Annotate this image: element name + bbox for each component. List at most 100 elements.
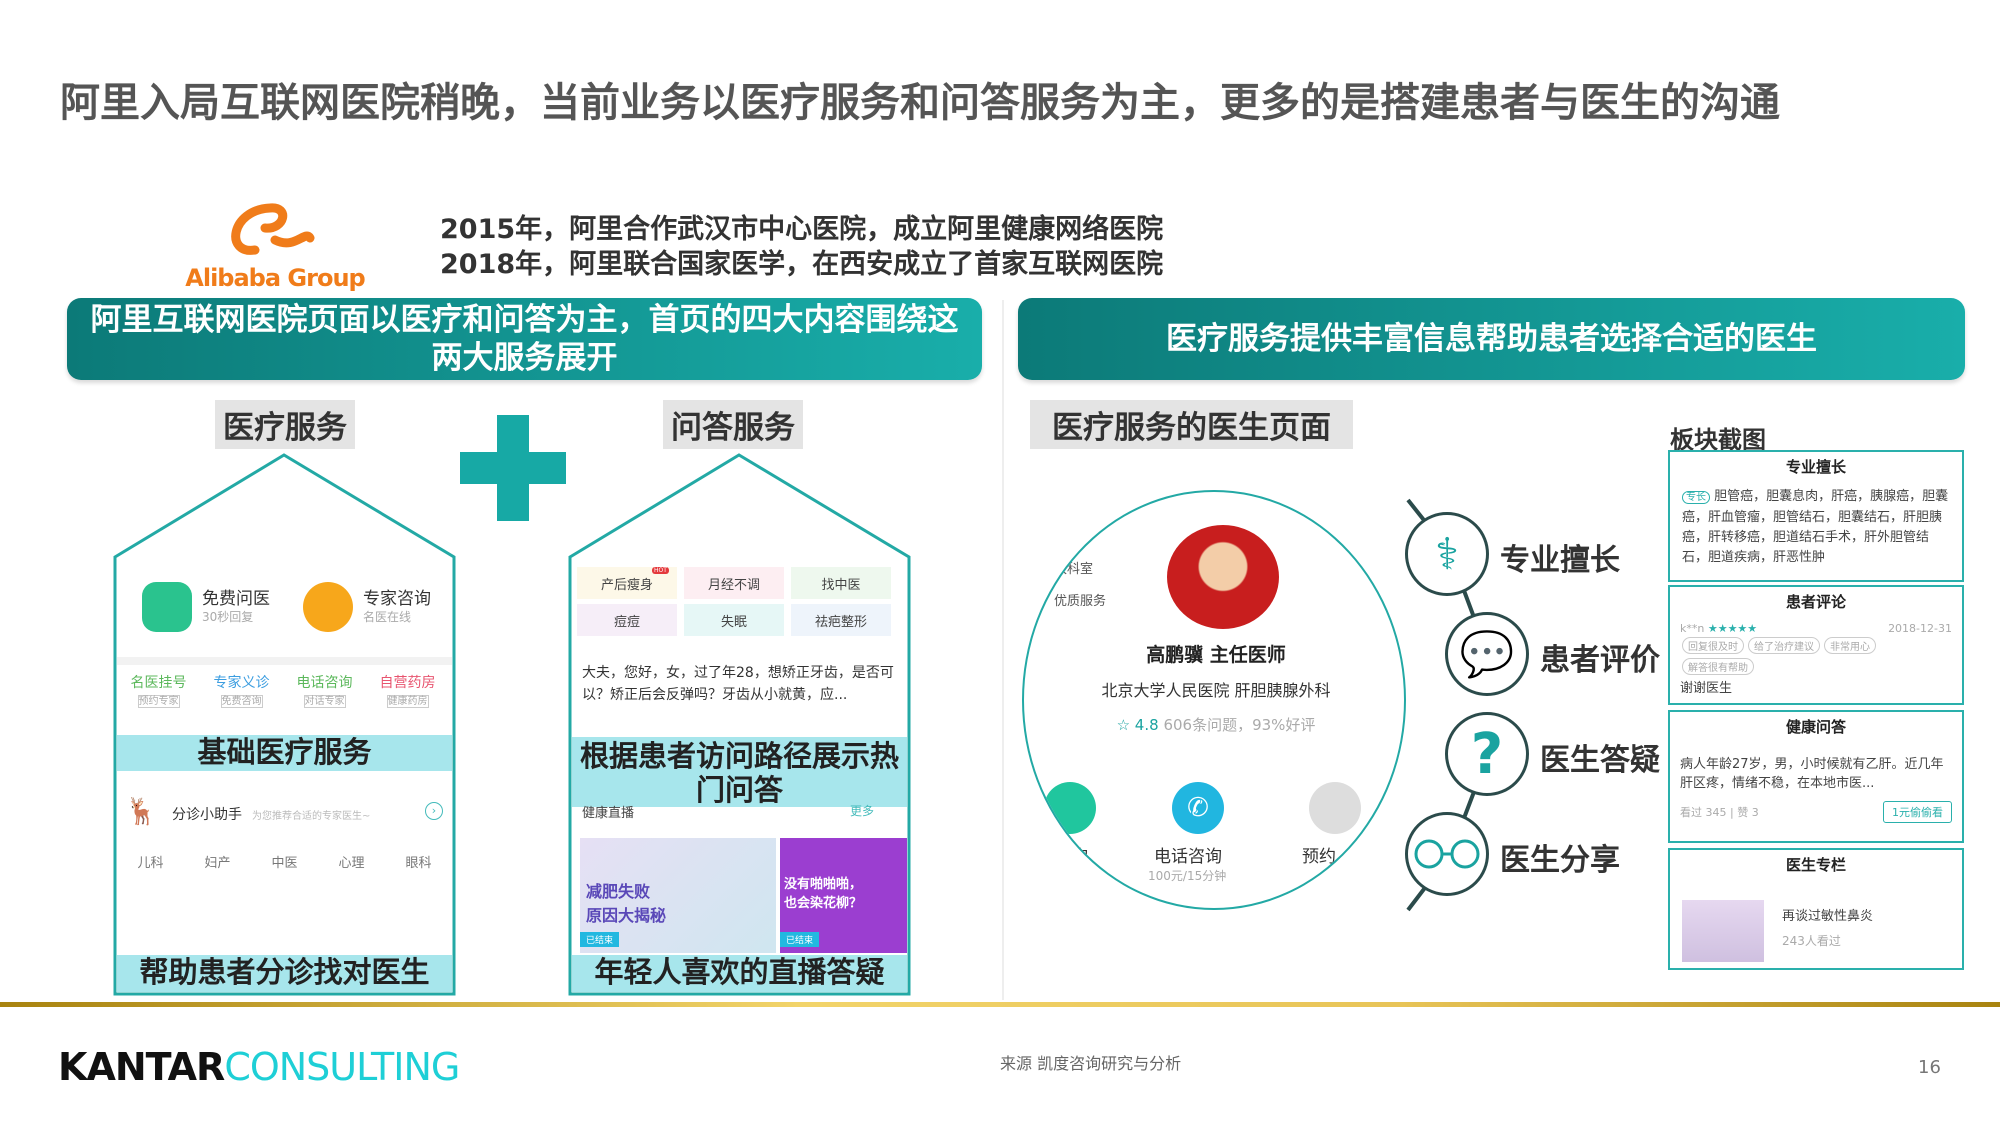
qa-text: 病人年龄27岁，男，小时候就有乙肝。近几年肝区疼，情绪不稳，在本地市医... bbox=[1680, 757, 1944, 791]
phone-consult-price: 100元/15分钟 bbox=[1148, 869, 1227, 883]
qa-likes: 赞 3 bbox=[1737, 806, 1759, 819]
doctor-column-card: 医生专栏 再谈过敏性鼻炎 243人看过 bbox=[1668, 848, 1964, 970]
hot-question[interactable]: 大夫，您好，女，过了年28，想矫正牙齿，是否可以？矫正后会反弹吗？牙齿从小就黄，… bbox=[582, 665, 894, 703]
doctor-avatar bbox=[1167, 525, 1279, 629]
service-item[interactable]: 名医挂号预约专家 bbox=[117, 672, 200, 708]
page-number: 16 bbox=[1918, 1057, 1941, 1078]
star-icon: ☆ bbox=[1116, 716, 1131, 734]
topic-item[interactable]: 月经不调 bbox=[684, 567, 784, 599]
timeline-label: 专业擅长 bbox=[1500, 543, 1620, 578]
card-title: 医生专栏 bbox=[1785, 856, 1846, 874]
article-title[interactable]: 再谈过敏性鼻炎 bbox=[1782, 909, 1874, 924]
card-title: 专业擅长 bbox=[1785, 458, 1846, 476]
service-title: 电话咨询 bbox=[296, 675, 353, 691]
card-title: 健康问答 bbox=[1785, 718, 1846, 736]
question-mark-icon: ? bbox=[1445, 712, 1529, 796]
topic-item[interactable]: 痘痘 bbox=[577, 604, 677, 636]
footer-gold-line bbox=[0, 1002, 2000, 1007]
expert-consult-icon bbox=[303, 582, 353, 632]
chat-icon[interactable] bbox=[1044, 782, 1096, 834]
expert-consult-sub: 名医在线 bbox=[363, 610, 412, 624]
review-tag: 非常用心 bbox=[1824, 637, 1876, 654]
reviewer-name: k**n bbox=[1680, 622, 1705, 635]
phone-consult-button[interactable]: 电话咨询 bbox=[1154, 847, 1222, 867]
hot-badge: HOT bbox=[652, 567, 669, 574]
topic-item[interactable]: 祛疤整形 bbox=[791, 604, 891, 636]
review-tag: 解答很有帮助 bbox=[1682, 658, 1754, 675]
doctor-hospital: 北京大学人民医院 肝胆胰腺外科 bbox=[1101, 681, 1331, 700]
consulting-logo-text: CONSULTING bbox=[224, 1045, 460, 1089]
service-sub: 免费咨询 bbox=[220, 695, 263, 708]
triage-band: 帮助患者分诊找对医生 bbox=[117, 955, 452, 992]
house-outline-left bbox=[113, 453, 456, 996]
consult-button[interactable]: 咨询 bbox=[1054, 847, 1088, 867]
appointment-icon[interactable] bbox=[1309, 782, 1361, 834]
rating-stars: ★★★★★ bbox=[1707, 622, 1758, 635]
timeline-label: 医生分享 bbox=[1500, 843, 1620, 878]
service-item[interactable]: 电话咨询对话专家 bbox=[283, 672, 366, 708]
department-item[interactable]: 眼科 bbox=[405, 856, 432, 871]
side-tag: 医院 bbox=[1054, 530, 1081, 545]
alibaba-logo: Alibaba Group bbox=[185, 200, 366, 292]
doctor-name: 高鹏骥 主任医师 bbox=[1146, 644, 1286, 666]
live-video-card[interactable]: 减肥失败 原因大揭秘 已结束 bbox=[580, 838, 776, 953]
left-banner: 阿里互联网医院页面以医疗和问答为主，首页的四大内容围绕这两大服务展开 bbox=[67, 298, 982, 380]
specialty-card: 专业擅长 专长 胆管癌，胆囊息肉，肝癌，胰腺癌，胆囊癌，肝血管瘤，胆管结石，胆囊… bbox=[1668, 450, 1964, 582]
review-card: 患者评论 k**n ★★★★★2018-12-31 回复很及时给了治疗建议非常用… bbox=[1668, 585, 1964, 705]
plus-icon bbox=[460, 415, 566, 521]
side-tag: 级科室 bbox=[1054, 562, 1094, 577]
department-item[interactable]: 中医 bbox=[271, 856, 298, 871]
intro-text: 2015年，阿里合作武汉市中心医院，成立阿里健康网络医院 2018年，阿里联合国… bbox=[440, 212, 1163, 282]
topic-item[interactable]: 失眠 bbox=[684, 604, 784, 636]
free-consult-sub: 30秒回复 bbox=[202, 610, 254, 624]
intro-line: 2018年，阿里联合国家医学，在西安成立了首家互联网医院 bbox=[440, 249, 1164, 280]
article-thumbnail bbox=[1682, 900, 1764, 962]
live-video-card[interactable]: 没有啪啪啪，也会染花柳？ 已结束 bbox=[780, 838, 907, 953]
video-status: 已结束 bbox=[780, 932, 820, 947]
kantar-logo-text: KANTAR bbox=[58, 1045, 225, 1089]
free-consult-button[interactable]: 免费问医 bbox=[202, 589, 270, 609]
chat-bubbles-icon: 💬 bbox=[1445, 612, 1529, 696]
medical-service-label: 医疗服务 bbox=[215, 400, 355, 449]
expert-consult-button[interactable]: 专家咨询 bbox=[363, 589, 431, 609]
review-tag: 给了治疗建议 bbox=[1748, 637, 1820, 654]
alibaba-smile-icon bbox=[231, 203, 315, 255]
specialty-text: 胆管癌，胆囊息肉，肝癌，胰腺癌，胆囊癌，肝血管瘤，胆管结石，胆囊结石，肝胆胰癌，… bbox=[1682, 489, 1949, 565]
screenshots-label: 板块截图 bbox=[1670, 426, 1766, 454]
review-tag: 回复很及时 bbox=[1682, 637, 1744, 654]
appointment-button[interactable]: 预约 bbox=[1302, 847, 1336, 867]
triage-assistant[interactable]: 分诊小助手 bbox=[172, 807, 242, 823]
service-title: 专家义诊 bbox=[213, 675, 270, 691]
house-outline-right bbox=[568, 453, 911, 996]
chevron-right-icon[interactable]: › bbox=[425, 802, 443, 820]
video-title: 没有啪啪啪，也会染花柳？ bbox=[784, 877, 863, 911]
article-views: 243人看过 bbox=[1782, 934, 1841, 948]
service-title: 名医挂号 bbox=[130, 675, 187, 691]
doctor-profile-circle: 医院 级科室 优质服务 高鹏骥 主任医师 北京大学人民医院 肝胆胰腺外科 ☆ 4… bbox=[1022, 490, 1406, 910]
department-item[interactable]: 心理 bbox=[338, 856, 365, 871]
service-item[interactable]: 专家义诊免费咨询 bbox=[200, 672, 283, 708]
live-section-title: 健康直播 bbox=[582, 806, 635, 821]
video-status: 已结束 bbox=[580, 932, 620, 947]
phone-icon[interactable]: ✆ bbox=[1172, 782, 1224, 834]
department-item[interactable]: 儿科 bbox=[137, 856, 164, 871]
live-qa-band: 年轻人喜欢的直播答疑 bbox=[572, 955, 907, 992]
health-qa-card: 健康问答 病人年龄27岁，男，小时候就有乙肝。近几年肝区疼，情绪不稳，在本地市医… bbox=[1668, 710, 1964, 843]
timeline-label: 患者评价 bbox=[1540, 643, 1660, 678]
triage-assistant-sub: 为您推荐合适的专家医生~ bbox=[252, 811, 371, 822]
department-item[interactable]: 妇产 bbox=[204, 856, 231, 871]
deer-mascot-icon: 🦌 bbox=[125, 797, 158, 827]
service-item[interactable]: 自营药房健康药房 bbox=[366, 672, 449, 708]
more-link[interactable]: 更多 bbox=[850, 804, 875, 818]
alibaba-logo-text: Alibaba Group bbox=[185, 264, 365, 292]
doctor-page-label: 医疗服务的医生页面 bbox=[1030, 400, 1353, 449]
peek-answer-button[interactable]: 1元偷偷看 bbox=[1883, 801, 1952, 823]
qa-service-label: 问答服务 bbox=[663, 400, 803, 449]
topic-item[interactable]: 找中医 bbox=[791, 567, 891, 599]
free-consult-icon bbox=[142, 582, 192, 632]
glasses-icon bbox=[1405, 812, 1489, 896]
source-note: 来源 凯度咨询研究与分析 bbox=[1000, 1054, 1182, 1073]
service-sub: 健康药房 bbox=[386, 695, 429, 708]
page-title: 阿里入局互联网医院稍晚，当前业务以医疗服务和问答服务为主，更多的是搭建患者与医生… bbox=[60, 80, 1780, 126]
review-date: 2018-12-31 bbox=[1888, 622, 1952, 635]
